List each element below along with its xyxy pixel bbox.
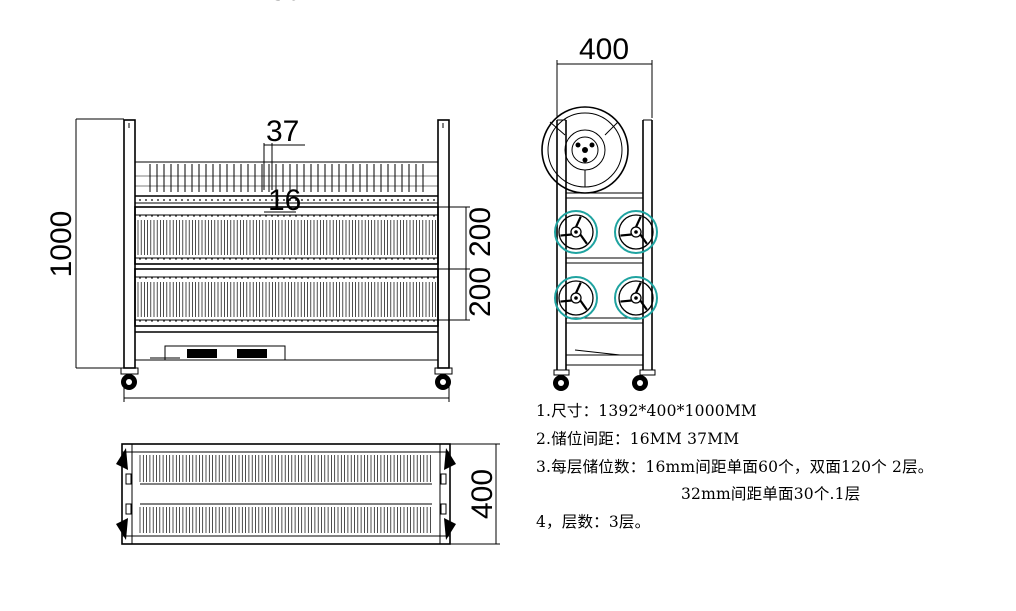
small-reel-4 xyxy=(614,276,658,320)
dim-pitch-37: 37 xyxy=(266,115,299,148)
power-strip-2 xyxy=(237,349,267,358)
note-3-continued: 32mm间距单面30个.1层 xyxy=(681,485,861,503)
small-reel-1 xyxy=(554,210,598,254)
side-caster-right xyxy=(632,369,656,391)
side-caster-left xyxy=(553,369,570,391)
dim-layer-2: 200 xyxy=(464,267,497,317)
top-view-slots-back xyxy=(139,507,431,533)
note-3: 3.每层储位数：16mm间距单面60个，双面120个 2层。 xyxy=(536,458,934,476)
dim-depth-side: 400 xyxy=(579,33,629,66)
top-comb-teeth xyxy=(135,164,438,192)
layer-2-slots xyxy=(137,277,436,322)
dim-layer-1: 200 xyxy=(464,207,497,257)
top-view-slots-front xyxy=(139,455,431,482)
dim-pitch-16: 16 xyxy=(268,184,301,217)
front-view: 1000 37 16 200 200 1392 xyxy=(45,0,497,402)
front-caster-left xyxy=(120,367,139,390)
large-reel xyxy=(541,106,629,194)
dim-height: 1000 xyxy=(45,211,78,278)
layer-1-slots xyxy=(137,215,436,260)
small-reel-2 xyxy=(614,210,658,254)
storage-layer-2 xyxy=(134,268,439,327)
dim-length: 1392 xyxy=(253,0,320,7)
top-view: 400 xyxy=(116,443,500,545)
note-4: 4，层数：3层。 xyxy=(536,513,651,531)
small-reel-3 xyxy=(554,276,598,320)
top-dot-row xyxy=(139,199,435,201)
power-strip-1 xyxy=(187,349,217,358)
side-view: 400 xyxy=(541,33,658,391)
note-2: 2.储位间距：16MM 37MM xyxy=(536,430,740,448)
dim-depth-top: 400 xyxy=(466,469,499,519)
right-upright xyxy=(437,119,450,369)
front-caster-right xyxy=(434,367,453,390)
note-1: 1.尺寸：1392*400*1000MM xyxy=(536,402,758,420)
small-reels xyxy=(554,210,658,320)
left-upright xyxy=(123,119,136,369)
storage-layer-1 xyxy=(134,206,439,265)
